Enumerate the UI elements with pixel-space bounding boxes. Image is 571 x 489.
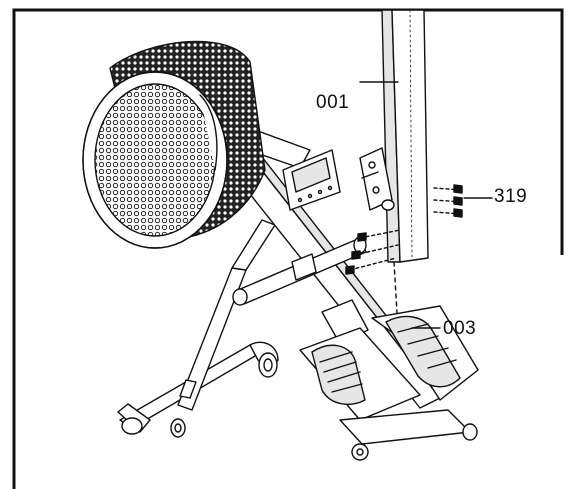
monitor-console [282,149,341,211]
callout-003: 003 [443,318,477,339]
footrest-assembly [299,305,479,461]
frame-legs [177,219,276,411]
flywheel-housing [82,40,266,249]
image-border [12,8,564,489]
callout-001: 001 [316,92,350,113]
bolt-set [345,184,463,331]
upright-post [381,9,429,263]
callout-319: 319 [494,186,528,207]
seat-bar [232,236,367,306]
hinge-bracket [359,147,395,211]
